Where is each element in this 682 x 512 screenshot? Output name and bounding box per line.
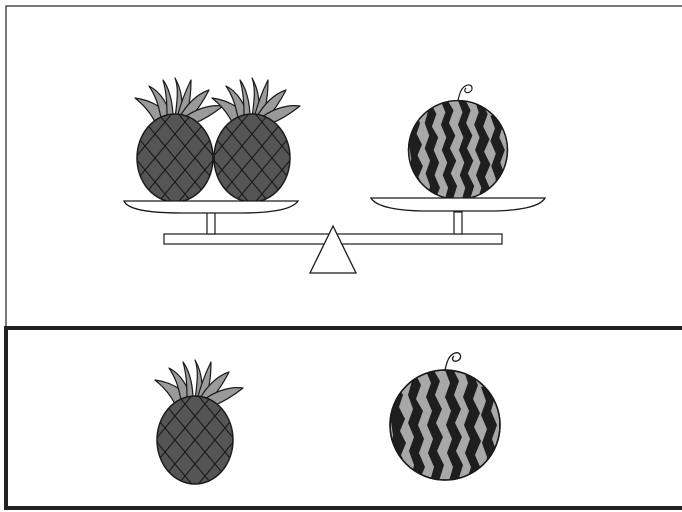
watermelon-icon xyxy=(390,353,500,481)
pineapple-icon xyxy=(85,360,305,500)
scale-fulcrum xyxy=(310,226,356,273)
right-pan xyxy=(371,198,545,211)
balance-scale-icon xyxy=(164,212,502,273)
left-pan xyxy=(124,201,298,213)
bottom-panel xyxy=(6,328,682,508)
bottom-panel-border xyxy=(6,328,682,508)
right-pan-post xyxy=(454,212,462,234)
watermelon-icon xyxy=(409,85,508,200)
top-panel xyxy=(6,6,682,328)
top-panel-border xyxy=(6,6,682,328)
left-pan-post xyxy=(207,212,215,234)
